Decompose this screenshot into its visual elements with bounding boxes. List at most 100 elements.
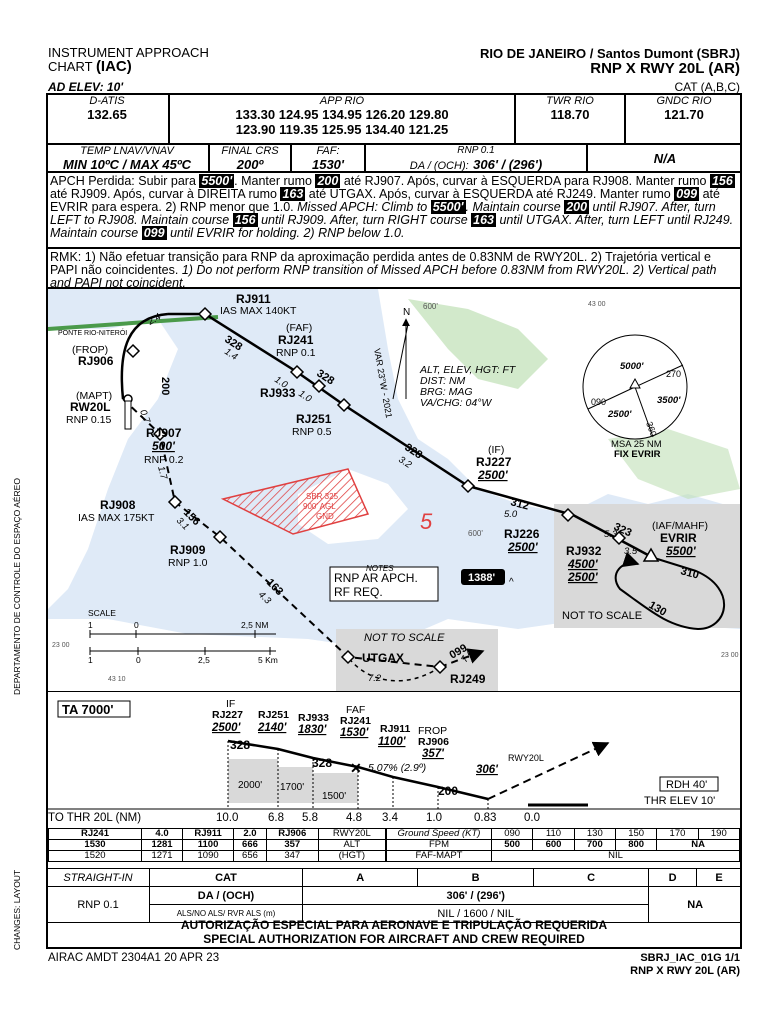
obstacle-label: 1388' (468, 572, 495, 584)
missed-crs-200: 200 (315, 174, 341, 188)
da-value: 306' / (296') (473, 157, 543, 172)
scale-nm-1: 1 (88, 620, 93, 630)
rdh-label: RDH 40' (666, 779, 707, 791)
scale-km-5: 5 Km (258, 655, 278, 665)
prof-rj911: RJ911 (380, 723, 411, 735)
crs-312: 312 (509, 496, 530, 512)
side-label-changes: CHANGES: LAYOUT (12, 870, 22, 950)
fix-rj241 (289, 364, 305, 380)
final-crs-cell: FINAL CRS 200º (210, 145, 292, 172)
missed-pt-5: até UTGAX. Após, curvar à ESQUERDA até R… (308, 187, 671, 201)
prof-rj227: RJ227 (212, 709, 243, 721)
grid-2300b: 23 00 (721, 652, 739, 659)
missed-crs-156: 156 (709, 174, 735, 188)
gs-r2-c6: NA (656, 839, 740, 851)
chart-type-line2: CHART (48, 59, 93, 74)
sbr-label-1: SBR 325 (306, 492, 339, 501)
side-label-changes-text: CHANGES: LAYOUT (12, 870, 22, 950)
alt-r2-c6: ALT (317, 839, 387, 851)
lbl-rj908: RJ908 (100, 498, 136, 512)
scale-km-25: 2,5 (198, 655, 210, 665)
missed-en-crs-156: 156 (232, 213, 258, 227)
lbl-rj908-ias: IAS MAX 175KT (78, 512, 155, 524)
prof-rj241-alt: 1530' (340, 727, 370, 739)
cat-b: B (417, 868, 534, 887)
msa-360: 360 (644, 420, 659, 438)
alt-r2-c5: 357 (265, 839, 319, 851)
lbl-if: (IF) (488, 444, 504, 456)
minima-da-value: 306' / (296') (301, 886, 650, 905)
lbl-rj241: RJ241 (278, 333, 314, 347)
temp-cell: TEMP LNAV/VNAV MIN 10ºC / MAX 45ºC (46, 145, 210, 172)
gs-r1-c7: 190 (697, 828, 741, 840)
missed-crs-163: 163 (280, 187, 306, 201)
chart-title: RIO DE JANEIRO / Santos Dumont (SBRJ) RN… (480, 46, 740, 76)
auth-pt: AUTORIZAÇÃO ESPECIAL PARA AERONAVE E TRI… (180, 918, 608, 932)
bridge (48, 315, 219, 331)
lbl-rj251-rnp: RNP 0.5 (292, 426, 332, 438)
prof-rj906-alt: 357' (422, 748, 445, 760)
missed-en-crs-200: 200 (564, 200, 590, 214)
missed-en-alt: 5500' (430, 200, 466, 214)
alt-r3-c4: 656 (233, 850, 267, 862)
alt-r3-c5: 347 (265, 850, 319, 862)
dist-07: 0.7 (137, 408, 152, 425)
gs-r2-c2: 500 (490, 839, 534, 851)
missed-track (122, 398, 441, 668)
alt-r2-c1: 1530 (48, 839, 142, 851)
prof-if: IF (226, 698, 235, 710)
restricted-area (220, 468, 370, 535)
notes-title: NOTES (366, 564, 394, 573)
msa-5000: 5000' (620, 361, 644, 372)
fix-rj933 (311, 378, 327, 394)
msa-step-1700 (278, 767, 313, 803)
lbl-rj909: RJ909 (170, 543, 206, 557)
msa-1500-lbl: 1500' (322, 791, 346, 802)
minima-da-label: DA / (OCH) (149, 886, 303, 905)
na-cell: N/A (588, 145, 742, 171)
lbl-rj227-alt: 2500' (477, 468, 509, 482)
lbl-rj932-alt1: 4500' (567, 557, 599, 571)
gs-r3-c1: FAF-MAPT (386, 850, 492, 862)
prof-crs-328b: 328 (312, 756, 332, 770)
cat-e: E (695, 868, 743, 887)
dist-00: 0.0 (524, 812, 540, 824)
msa-label-1: MSA 25 NM (611, 439, 662, 450)
faf-value: 1530' (311, 157, 344, 172)
prof-crs-328a: 328 (230, 738, 250, 752)
cat-label: CAT (149, 868, 303, 887)
lbl-rj241-rnp: RNP 0.1 (276, 347, 316, 359)
map-legend: ALT, ELEV, HGT: FT DIST: NM BRG: MAG VA/… (419, 364, 517, 409)
faf-cross: ✕ (350, 760, 362, 776)
lbl-rj227: RJ227 (476, 455, 512, 469)
airport-name: RIO DE JANEIRO / Santos Dumont (SBRJ) (479, 46, 740, 61)
fix-rj908 (167, 494, 183, 510)
app-label: APP RIO (319, 95, 365, 107)
gs-r3-c2: NIL (491, 850, 740, 862)
lbl-rj932: RJ932 (566, 544, 602, 558)
missed-pt-3: até RJ907. Após, curvar à ESQUERDA para … (343, 174, 707, 188)
green-area (408, 299, 548, 389)
gs-r1-c2: 090 (490, 828, 534, 840)
side-label: DEPARTAMENTO DE CONTROLE DO ESPAÇO AÉREO (12, 478, 22, 695)
fix-rj906 (125, 343, 141, 359)
legend-3: BRG: MAG (420, 386, 473, 398)
notes-box: NOTES RNP AR APCH. RF REQ. (329, 564, 439, 602)
chart-type-abbr: (IAC) (95, 58, 132, 75)
faf-cell: FAF: 1530' (292, 145, 366, 172)
scale-km-1: 1 (88, 655, 93, 665)
special-authorization: AUTORIZAÇÃO ESPECIAL PARA AERONAVE E TRI… (46, 918, 742, 946)
msa-2000-lbl: 2000' (238, 780, 262, 791)
fix-rj911 (197, 306, 213, 322)
gs-r2-c4: 700 (573, 839, 616, 851)
remarks-pt: RMK: 1) Não efetuar transição para RNP d… (50, 250, 711, 277)
temp-label: TEMP LNAV/VNAV (80, 145, 174, 157)
msa-step-1500 (313, 773, 358, 803)
lbl-rj226-alt: 2500' (507, 540, 539, 554)
procedure-name: RNP X RWY 20L (AR) (590, 60, 740, 77)
lbl-rj249: RJ249 (450, 672, 486, 686)
lbl-rj932-alt2: 2500' (567, 570, 599, 584)
alt-r3-c3: 1090 (182, 850, 235, 862)
airac-amdt: AIRAC AMDT 2304A1 20 APR 23 (48, 952, 220, 964)
